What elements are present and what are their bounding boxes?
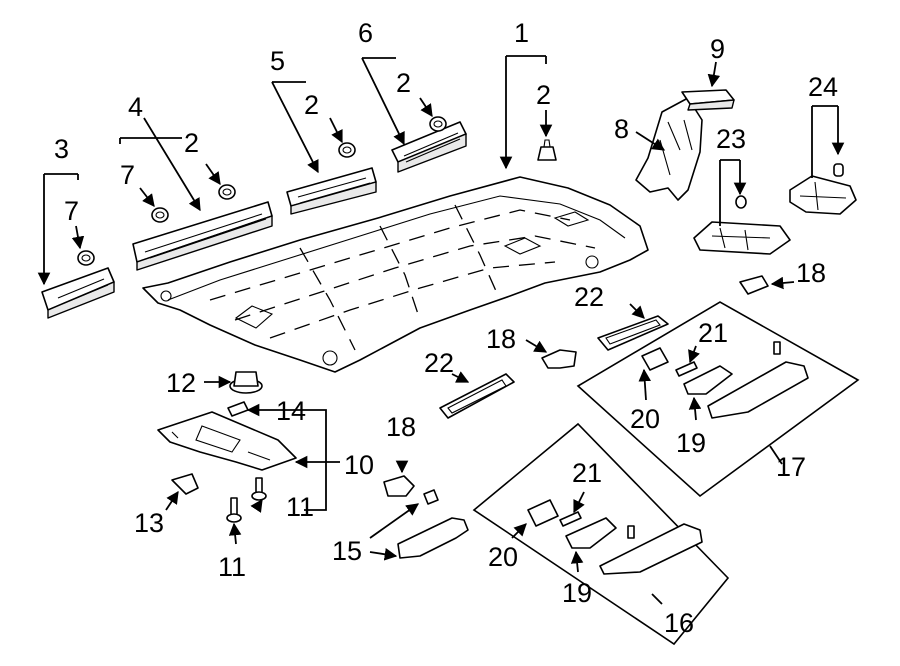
callout-21: 21	[698, 318, 728, 348]
callout-6: 6	[358, 18, 373, 48]
grab-handle-part-15	[397, 489, 469, 559]
base-part-19-a	[683, 365, 733, 395]
bracket-part-8	[635, 97, 703, 201]
callout-22: 22	[574, 282, 604, 312]
callout-19: 19	[562, 578, 592, 608]
callout-16: 16	[664, 608, 694, 638]
leader-lines	[44, 55, 838, 605]
front-trim-part-3	[41, 267, 115, 319]
kit-box-part-17	[576, 301, 860, 498]
callout-18: 18	[486, 324, 516, 354]
vent-trim-part-4	[132, 201, 273, 271]
base-part-19-b	[565, 517, 617, 549]
cover-part-18-b	[541, 349, 577, 369]
callout-11: 11	[218, 552, 246, 582]
callout-8: 8	[614, 114, 629, 144]
callout-1: 1	[514, 18, 529, 48]
callout-15: 15	[332, 536, 362, 566]
callout-4: 4	[128, 92, 143, 122]
cover-part-18-c	[383, 475, 415, 497]
vent-trim-part-6	[391, 121, 467, 173]
vent-trim-part-5	[286, 167, 377, 215]
callout-11: 11	[286, 492, 314, 522]
bracket-part-20-b	[527, 499, 559, 527]
headliner-panel	[142, 176, 649, 373]
callout-13: 13	[134, 508, 164, 538]
callout-3: 3	[54, 134, 69, 164]
callout-10: 10	[344, 450, 374, 480]
handle-part-17	[707, 341, 809, 419]
kit-box-part-16	[472, 422, 730, 646]
callout-21: 21	[572, 458, 602, 488]
bezel-part-22-b	[439, 373, 515, 419]
clip-part-2-c	[338, 142, 356, 158]
callout-18: 18	[386, 412, 416, 442]
callout-22: 22	[424, 348, 454, 378]
bracket-part-20-a	[641, 347, 669, 371]
callout-18: 18	[796, 258, 826, 288]
callout-9: 9	[710, 34, 725, 64]
light-part-12	[229, 371, 263, 394]
clip-part-13	[171, 473, 199, 495]
lamp-cover-part-9	[681, 89, 735, 111]
callout-7: 7	[64, 196, 79, 226]
callout-7: 7	[120, 160, 135, 190]
callout-17: 17	[776, 452, 806, 482]
callout-2: 2	[184, 128, 199, 158]
callout-2: 2	[396, 68, 411, 98]
handle-part-16	[599, 523, 703, 575]
callout-2: 2	[304, 90, 319, 120]
callout-19: 19	[676, 428, 706, 458]
callout-12: 12	[166, 368, 196, 398]
callout-24: 24	[808, 72, 838, 102]
cover-part-18-a	[739, 275, 769, 295]
callout-23: 23	[716, 124, 746, 154]
pin-part-21-b	[559, 511, 582, 527]
sun-visor-part-10	[157, 411, 297, 471]
dome-lamp-part-23	[693, 195, 791, 255]
map-lamp-part-24	[789, 163, 857, 215]
bulb-part-14	[227, 401, 249, 417]
clip-part-2-d	[218, 184, 236, 200]
callout-2: 2	[536, 80, 551, 110]
clip-part-2-b	[429, 116, 447, 132]
screw-part-11-b	[226, 497, 242, 523]
clip-part-7-b	[77, 250, 95, 266]
screw-part-11-a	[251, 477, 267, 501]
callout-labels: 1 2 9 8 24 23 6 2 5 2 4 2 7 3 7 18 22 18…	[54, 18, 838, 638]
callout-20: 20	[630, 404, 660, 434]
clip-part-7-a	[151, 207, 169, 223]
pin-part-21-a	[675, 361, 698, 377]
callout-20: 20	[488, 542, 518, 572]
bezel-part-22-a	[597, 315, 669, 351]
callout-14: 14	[276, 396, 306, 426]
callout-5: 5	[270, 46, 285, 76]
clip-part-2-a	[537, 139, 557, 161]
